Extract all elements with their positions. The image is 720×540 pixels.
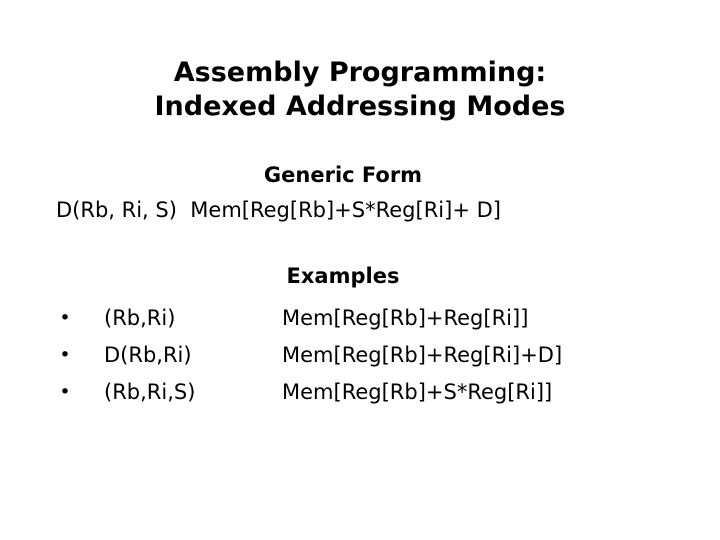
example-expression: Mem[Reg[Rb]+Reg[Ri]+D] <box>282 343 563 367</box>
list-item: • (Rb,Ri) Mem[Reg[Rb]+Reg[Ri]] <box>0 303 720 340</box>
bullet-icon: • <box>59 307 71 329</box>
page-title: Assembly Programming: Indexed Addressing… <box>0 56 720 124</box>
generic-form-formula: D(Rb, Ri, S) Mem[Reg[Rb]+S*Reg[Ri]+ D] <box>56 198 501 222</box>
generic-form-heading: Generic Form <box>263 163 423 187</box>
list-item: • (Rb,Ri,S) Mem[Reg[Rb]+S*Reg[Ri]] <box>0 377 720 414</box>
example-expression: Mem[Reg[Rb]+S*Reg[Ri]] <box>282 380 553 404</box>
example-mode-label: D(Rb,Ri) <box>104 343 192 367</box>
examples-list: • (Rb,Ri) Mem[Reg[Rb]+Reg[Ri]] • D(Rb,Ri… <box>0 303 720 414</box>
bullet-icon: • <box>59 381 71 403</box>
example-expression: Mem[Reg[Rb]+Reg[Ri]] <box>282 306 529 330</box>
title-line-2: Indexed Addressing Modes <box>154 91 566 122</box>
examples-heading: Examples <box>286 264 400 288</box>
title-line-1: Assembly Programming: <box>173 57 547 88</box>
example-mode-label: (Rb,Ri) <box>104 306 176 330</box>
list-item: • D(Rb,Ri) Mem[Reg[Rb]+Reg[Ri]+D] <box>0 340 720 377</box>
bullet-icon: • <box>59 344 71 366</box>
example-mode-label: (Rb,Ri,S) <box>104 380 196 404</box>
